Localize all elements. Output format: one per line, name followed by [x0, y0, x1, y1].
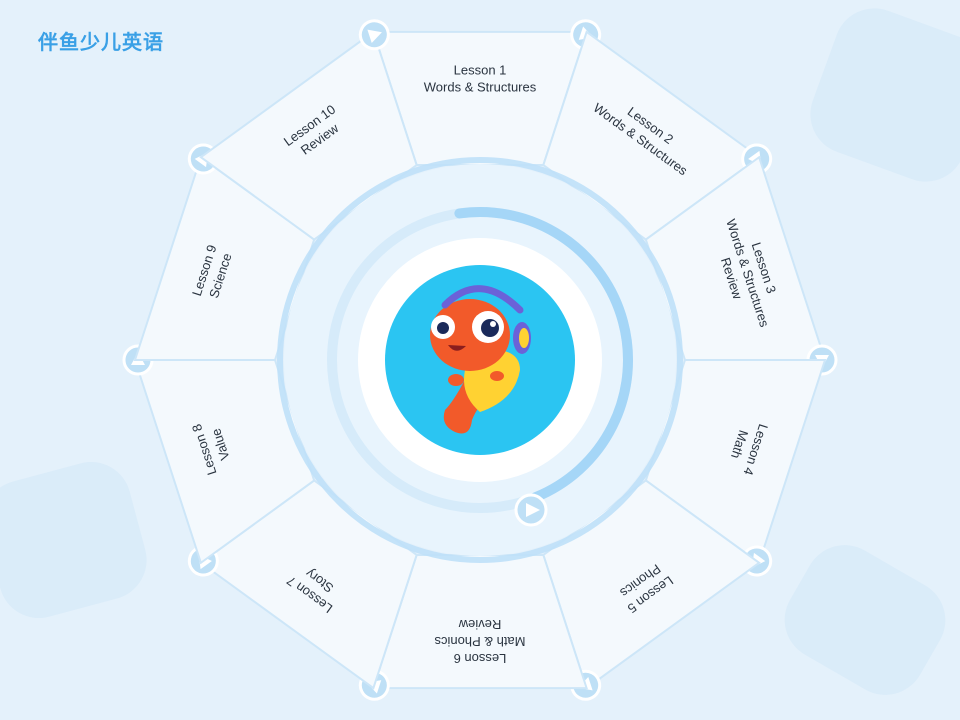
fish-mascot-icon[interactable]: [430, 285, 531, 434]
lesson-segment-7[interactable]: Lesson 7Story: [184, 479, 418, 690]
progress-play-icon[interactable]: [514, 493, 548, 527]
lesson-label: Lesson 1 Words & Structures: [424, 63, 537, 95]
lesson-topic: Review: [458, 617, 501, 632]
brand-logo-text: 伴鱼少儿英语: [38, 30, 164, 54]
lesson-number: Lesson 1: [454, 63, 507, 78]
lesson-topic: Words & Structures: [424, 80, 537, 95]
lesson-label: Lesson 6 Math & Phonics Review: [434, 617, 526, 666]
lesson-segment-bg[interactable]: [199, 30, 418, 241]
lesson-number: Lesson 6: [454, 651, 507, 666]
lesson-topic: Math & Phonics: [434, 634, 526, 649]
progress-arc: [454, 207, 633, 503]
center-disc: [277, 157, 683, 563]
lesson-play-icon[interactable]: [357, 17, 392, 52]
lesson-segment-5[interactable]: Lesson 5Phonics: [542, 479, 761, 702]
inner-glow-ring: [277, 157, 683, 563]
lesson-segment-10[interactable]: Lesson 10Review: [199, 17, 418, 241]
lesson-segment-3[interactable]: Lesson 3Words & StructuresReview: [644, 155, 838, 376]
